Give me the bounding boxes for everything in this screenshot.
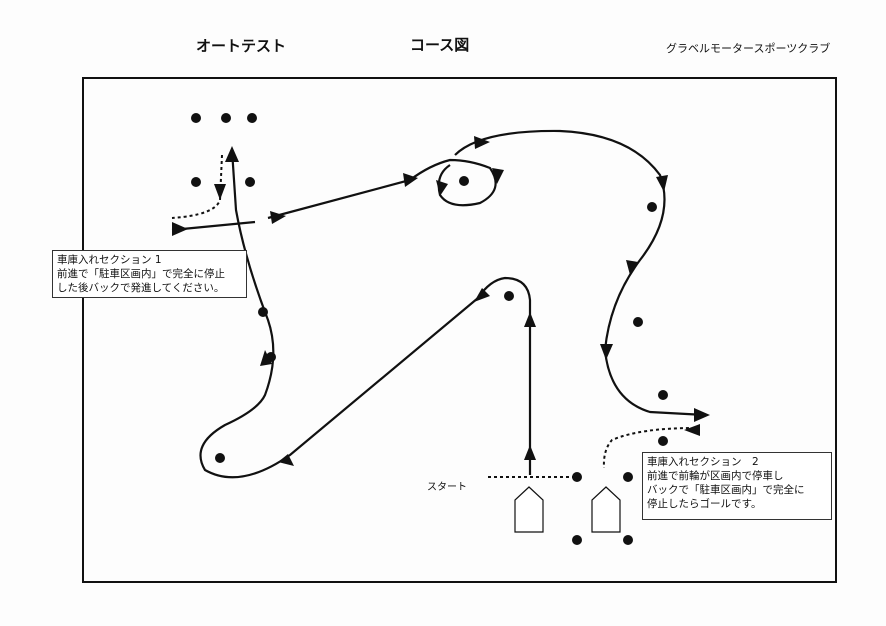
pylon (221, 113, 231, 123)
arrow-icon (492, 168, 504, 184)
garage-box-1 (514, 486, 544, 533)
pylon (633, 317, 643, 327)
pylon (245, 177, 255, 187)
arrow-icon (172, 222, 188, 236)
pylon (215, 453, 225, 463)
organization-name: グラベルモータースポーツクラブ (666, 42, 831, 55)
section1-title: 車庫入れセクション 1 (57, 254, 162, 266)
pylon (658, 390, 668, 400)
arrow-icon (225, 146, 239, 162)
left-title: オートテスト (196, 37, 287, 55)
pylon (623, 535, 633, 545)
section1-note: 車庫入れセクション 1 前進で「駐車区画内」で完全に停止 した後バックで発進して… (52, 250, 247, 298)
arrow-icon (278, 454, 294, 466)
arrow-icon (694, 408, 710, 422)
pylon (647, 202, 657, 212)
arrow-icon (656, 175, 668, 192)
pylon (247, 113, 257, 123)
arrow-icon (524, 312, 536, 327)
section2-line3: 停止したらゴールです。 (647, 498, 762, 510)
garage-boxes (514, 486, 621, 533)
arrow-icon (600, 344, 613, 360)
section1-line1: 前進で「駐車区画内」で完全に停止 (57, 268, 225, 280)
pylon (572, 535, 582, 545)
start-label: スタート (427, 482, 467, 493)
dotted-paths (171, 154, 696, 478)
pylon (504, 291, 514, 301)
course-frame (82, 77, 837, 583)
pylon (623, 472, 633, 482)
arrow-icon (474, 136, 490, 149)
arrow-icon (474, 288, 490, 302)
pylon (191, 113, 201, 123)
section2-note: 車庫入れセクション 2 前進で前輪が区画内で停車し バックで「駐車区画内」で完全… (642, 452, 832, 520)
arrow-icon (214, 184, 226, 200)
arrow-icon (270, 211, 286, 224)
arrow-icon (260, 350, 272, 366)
arrow-icon (524, 445, 536, 460)
pylon (572, 472, 582, 482)
arrow-icon (684, 424, 700, 436)
pylon (658, 436, 668, 446)
section1-line2: した後バックで発進してください。 (57, 282, 225, 294)
pylon (191, 177, 201, 187)
direction-arrows (172, 136, 710, 466)
arrow-icon (436, 180, 448, 196)
center-title: コース図 (410, 36, 470, 54)
arrow-icon (403, 173, 418, 187)
section2-line2: バックで「駐車区画内」で完全に (647, 484, 805, 496)
pylon (459, 176, 469, 186)
section2-title: 車庫入れセクション 2 (647, 456, 759, 468)
arrow-icon (626, 260, 638, 275)
section2-line1: 前進で前輪が区画内で停車し (647, 470, 784, 482)
garage-box-2 (591, 486, 621, 533)
